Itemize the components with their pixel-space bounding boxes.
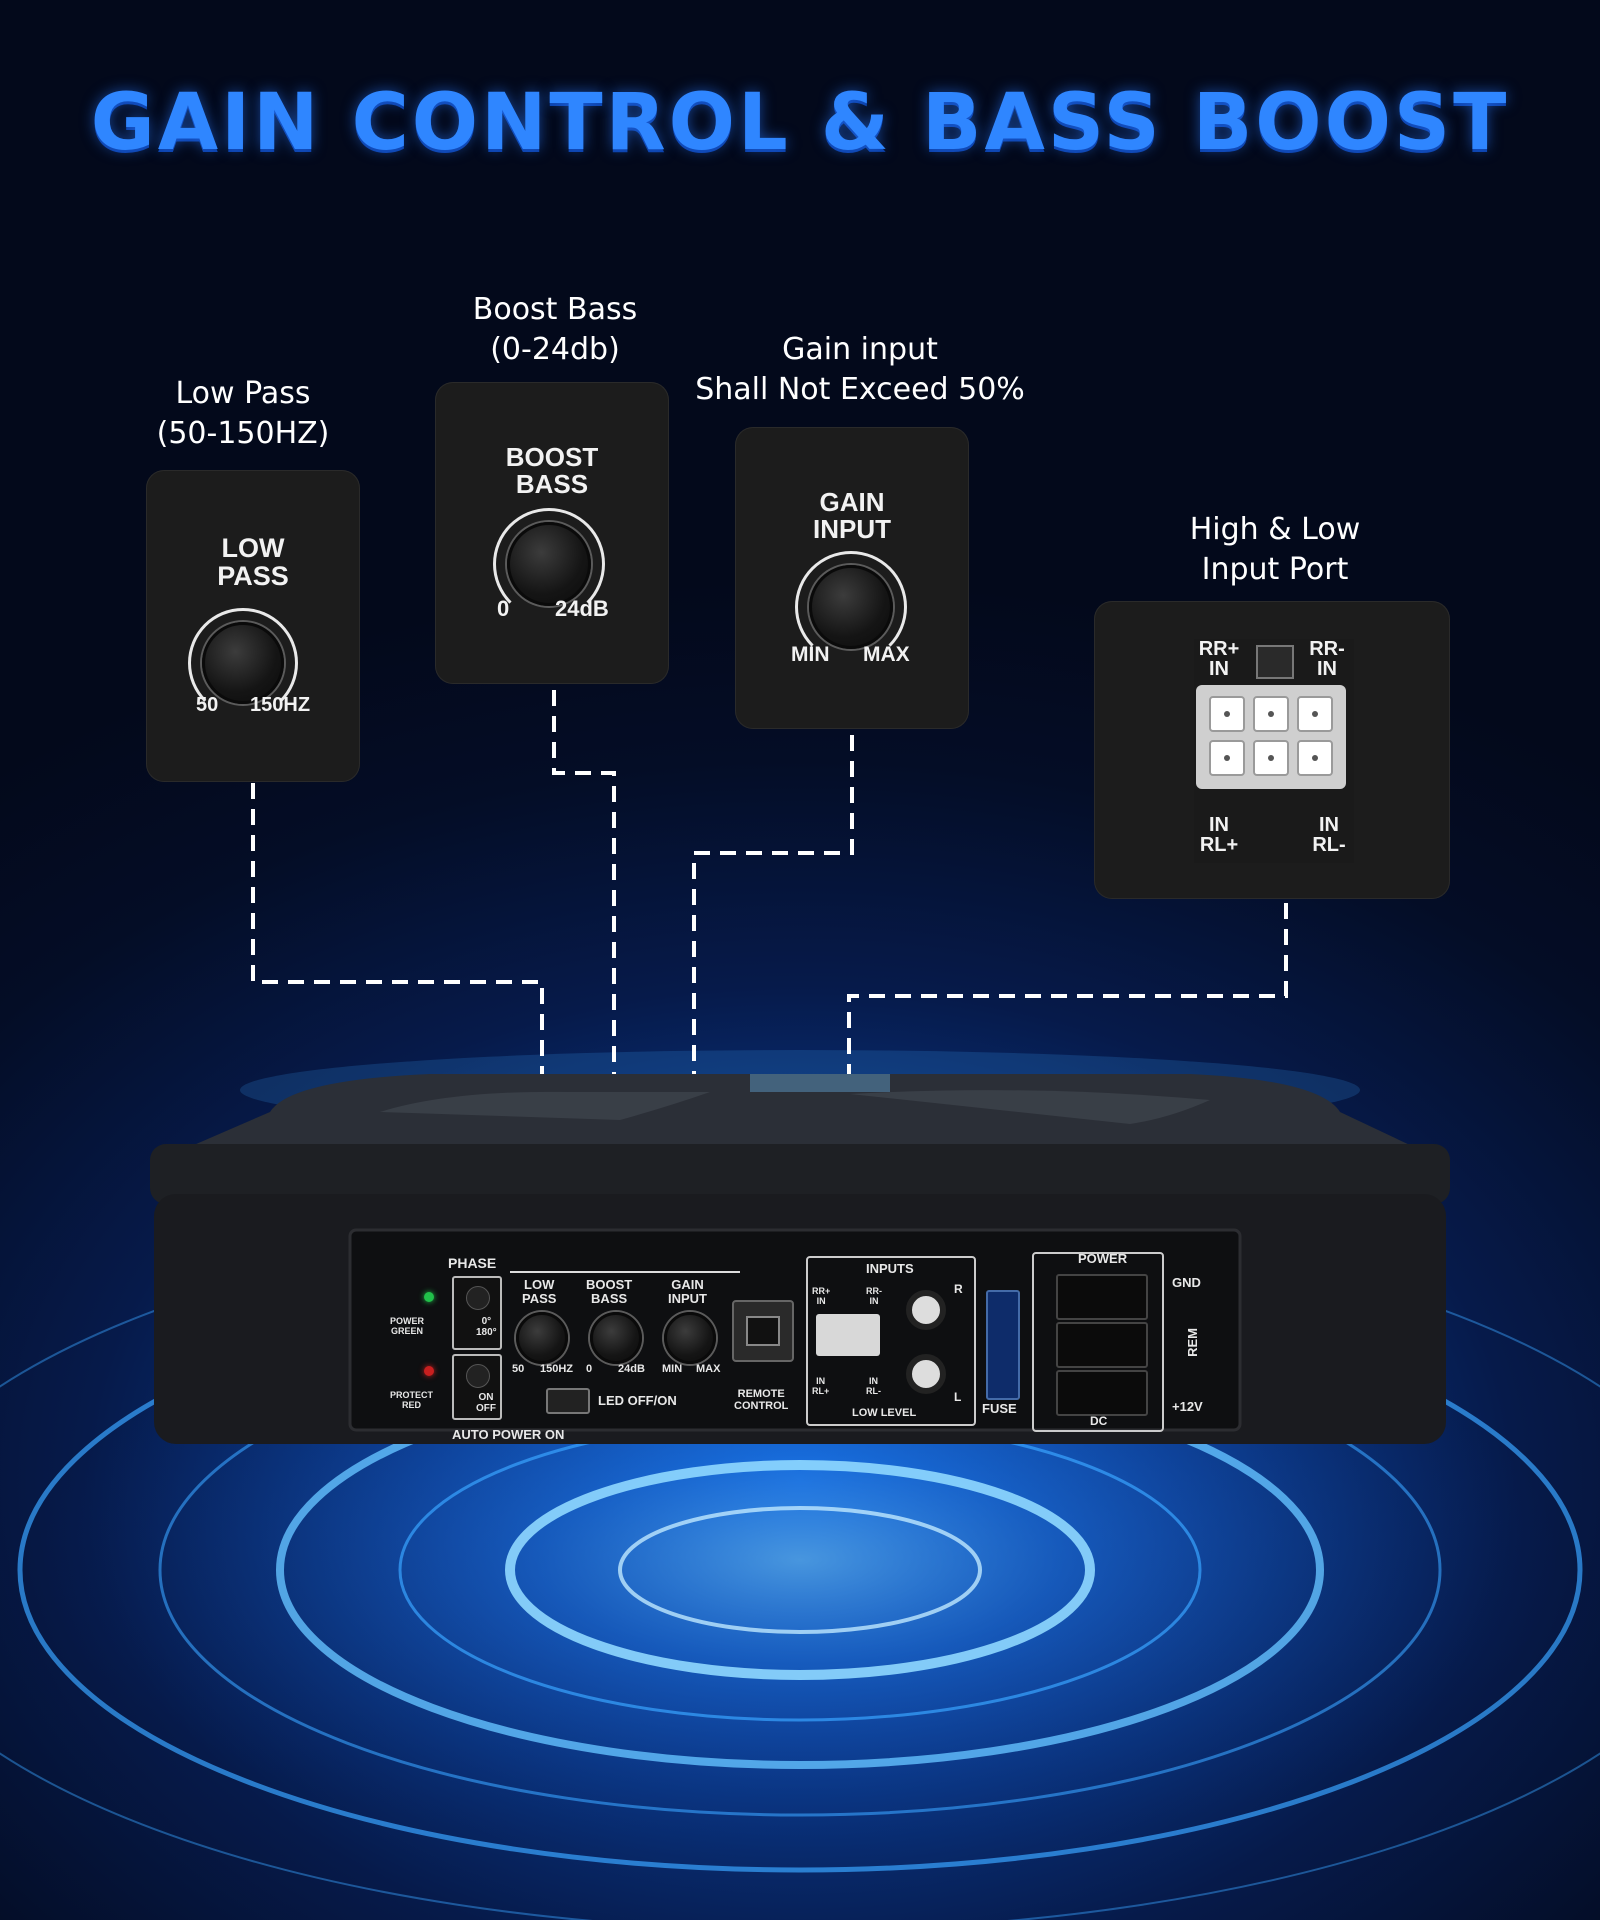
- low-pass-scale-arc: [188, 608, 298, 718]
- subwoofer-body: [150, 1074, 1450, 1444]
- boost-bass-min-label: 0: [497, 596, 510, 621]
- protect-led-label: PROTECT RED: [390, 1390, 434, 1410]
- dc-label: DC: [1090, 1414, 1108, 1428]
- rca-right-jack[interactable]: [906, 1290, 946, 1330]
- fuse-holder: [986, 1290, 1020, 1400]
- rr-minus-label: RR- IN: [1309, 638, 1345, 680]
- phase-switch-knob: [466, 1286, 490, 1310]
- gain-input-leader: [692, 735, 854, 1270]
- inputs-rl-plus: IN RL+: [812, 1376, 830, 1396]
- input-port-label: High & Low Input Port: [1189, 512, 1361, 587]
- boost-bass-label: Boost Bass (0-24db): [472, 292, 638, 367]
- remote-control-label: REMOTE CONTROL: [734, 1388, 789, 1412]
- low-pass-min-label: 50: [196, 694, 219, 716]
- inputs-rr-minus: RR- IN: [866, 1286, 882, 1306]
- panel-boost-bass-label: BOOST BASS: [586, 1277, 633, 1306]
- panel-low-pass-knob[interactable]: [516, 1312, 568, 1364]
- v12-label: +12V: [1172, 1399, 1203, 1414]
- power-led: [424, 1292, 434, 1302]
- low-pass-card-title: LOW PASS: [217, 533, 289, 591]
- panel-gain-input-label: GAIN INPUT: [668, 1277, 707, 1306]
- connector-pins: [1209, 696, 1333, 776]
- boost-bass-card-title: BOOST BASS: [505, 442, 599, 499]
- panel-boost-bass-knob[interactable]: [590, 1312, 642, 1364]
- inputs-box: INPUTS RR+ IN RR- IN IN RL+ IN RL- R L L…: [806, 1256, 976, 1426]
- gain-input-min-label: MIN: [791, 643, 830, 666]
- led-toggle-label: LED OFF/ON: [598, 1393, 677, 1408]
- inputs-connector[interactable]: [816, 1314, 880, 1356]
- gnd-label: GND: [1172, 1275, 1201, 1290]
- panel-gain-min: MIN: [662, 1363, 683, 1375]
- gain-input-label: Gain input Shall Not Exceed 50%: [695, 332, 1025, 407]
- subwoofer-unit: PHASE 0° 180° POWER GREEN PROTECT RED ON…: [150, 1060, 1450, 1490]
- phase-switch[interactable]: 0° 180°: [452, 1276, 502, 1350]
- boost-bass-leader: [552, 690, 616, 1270]
- boost-bass-scale-arc: [493, 508, 605, 620]
- auto-power-label: AUTO POWER ON: [452, 1427, 565, 1442]
- low-pass-label: Low Pass (50-150HZ): [156, 376, 330, 451]
- input-port-card: RR+ IN RR- IN IN RL+ IN RL-: [1094, 601, 1450, 899]
- panel-low-pass-label: LOW PASS: [522, 1277, 557, 1306]
- terminal-rem[interactable]: [1056, 1322, 1148, 1368]
- gain-input-card-title: GAIN INPUT: [813, 487, 891, 544]
- control-bracket: [510, 1271, 740, 1273]
- power-led-label: POWER GREEN: [390, 1316, 425, 1336]
- phase-values: 0° 180°: [476, 1316, 497, 1338]
- protect-led: [424, 1366, 434, 1376]
- rr-plus-label: RR+ IN: [1198, 638, 1240, 680]
- inputs-rr-plus: RR+ IN: [812, 1286, 831, 1306]
- low-pass-knob: [202, 622, 284, 704]
- low-level-label: LOW LEVEL: [852, 1407, 917, 1419]
- panel-boost-min: 0: [586, 1363, 593, 1375]
- connector-area: RR+ IN RR- IN IN RL+ IN RL-: [1194, 639, 1354, 863]
- fuse-label: FUSE: [982, 1401, 1017, 1416]
- gain-input-knob: [809, 565, 893, 649]
- low-pass-max-label: 150HZ: [250, 694, 311, 716]
- on-off-label: ON OFF: [476, 1392, 496, 1414]
- panel-boost-max: 24dB: [618, 1363, 645, 1375]
- page-title: GAIN CONTROL & BASS BOOST: [90, 78, 1510, 168]
- panel-gain-max: MAX: [696, 1363, 721, 1375]
- panel-gain-input-knob[interactable]: [664, 1312, 716, 1364]
- rca-left-jack[interactable]: [906, 1354, 946, 1394]
- led-toggle-switch[interactable]: [546, 1388, 590, 1414]
- rl-plus-label: IN RL+: [1199, 814, 1239, 856]
- power-block-label: POWER: [1078, 1251, 1128, 1266]
- auto-power-knob: [466, 1364, 490, 1388]
- inputs-rl-minus: IN RL-: [866, 1376, 881, 1396]
- terminal-12v[interactable]: [1056, 1370, 1148, 1416]
- gain-input-max-label: MAX: [863, 643, 910, 666]
- gain-input-scale-arc: [795, 551, 907, 663]
- boost-bass-knob: [507, 522, 591, 606]
- rca-right-label: R: [954, 1282, 963, 1296]
- rem-label: REM: [1185, 1328, 1200, 1357]
- connector-latch: [1256, 645, 1294, 679]
- low-pass-card: LOW PASS 50 150HZ: [146, 470, 360, 782]
- boost-bass-card: BOOST BASS 0 24dB: [435, 382, 669, 684]
- rl-minus-label: IN RL-: [1312, 814, 1346, 856]
- rj-socket: [746, 1316, 780, 1346]
- phase-switch-label: PHASE: [448, 1255, 497, 1271]
- panel-low-pass-min: 50: [512, 1363, 525, 1375]
- power-block: POWER DC: [1032, 1252, 1164, 1432]
- inputs-label: INPUTS: [866, 1261, 914, 1276]
- terminal-gnd[interactable]: [1056, 1274, 1148, 1320]
- connector-housing: [1196, 685, 1346, 789]
- auto-power-switch[interactable]: ON OFF: [452, 1354, 502, 1420]
- panel-low-pass-max: 150HZ: [540, 1363, 574, 1375]
- boost-bass-max-label: 24dB: [555, 596, 609, 621]
- rca-left-label: L: [954, 1390, 962, 1404]
- remote-control-port[interactable]: [732, 1300, 794, 1362]
- gain-input-card: GAIN INPUT MIN MAX: [735, 427, 969, 729]
